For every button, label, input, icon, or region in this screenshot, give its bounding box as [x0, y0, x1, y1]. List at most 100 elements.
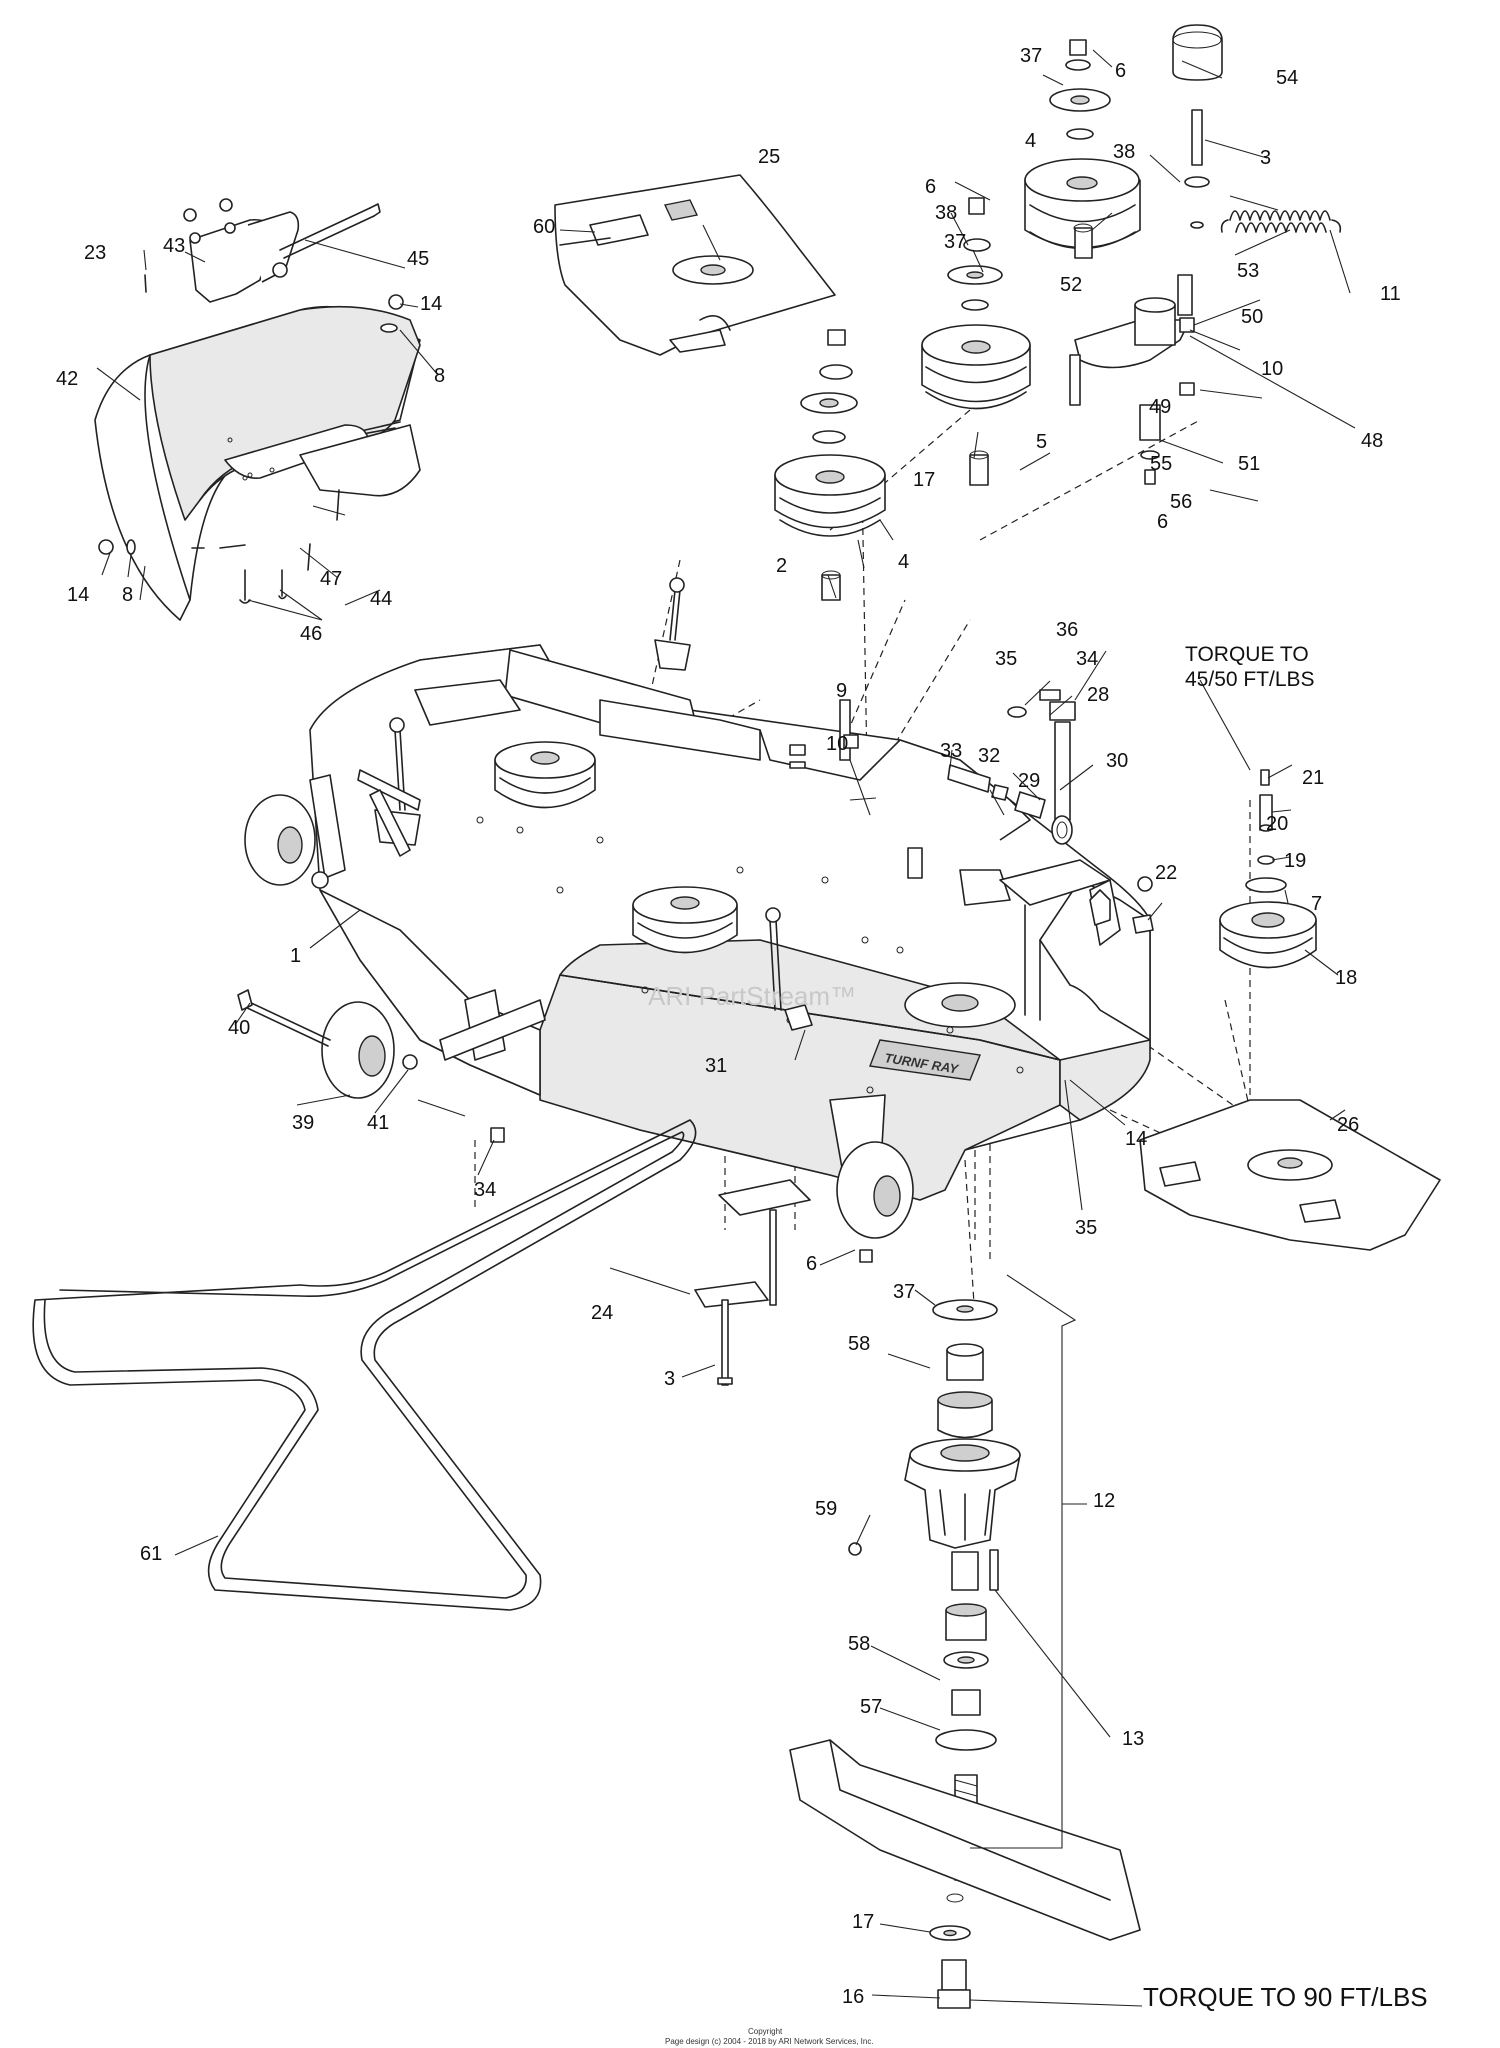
idler-arm — [1069, 297, 1191, 485]
pulley-stack-right — [1024, 39, 1141, 259]
callout: 59 — [815, 1498, 837, 1520]
callout: 1 — [290, 945, 301, 967]
callout: 37 — [1020, 45, 1042, 67]
callout: 45 — [407, 248, 429, 270]
callout: 14 — [420, 293, 442, 315]
callout: 51 — [1238, 453, 1260, 475]
callout: 38 — [935, 202, 957, 224]
under-deck-hardware — [490, 699, 923, 1386]
callout: 28 — [1087, 684, 1109, 706]
callout: 58 — [848, 1333, 870, 1355]
callout: 39 — [292, 1112, 314, 1134]
callout: 35 — [995, 648, 1017, 670]
callout: 19 — [1284, 850, 1306, 872]
baffle-top — [554, 174, 836, 356]
spring-and-stop — [1172, 24, 1342, 233]
callout: 2 — [776, 555, 787, 577]
callout: 7 — [1311, 893, 1322, 915]
callout: 32 — [978, 745, 1000, 767]
deck-hanger-front — [765, 907, 813, 1031]
callout: 26 — [1337, 1114, 1359, 1136]
callout: 25 — [758, 146, 780, 168]
callout: 34 — [1076, 648, 1098, 670]
deck-pulley-center — [632, 886, 738, 954]
callout: 6 — [925, 176, 936, 198]
callout: 18 — [1335, 967, 1357, 989]
torque-note-45-50-line2: 45/50 FT/LBS — [1185, 668, 1315, 691]
chute-hinge-bracket — [183, 198, 381, 303]
callout: 52 — [1060, 274, 1082, 296]
left-anti-scalp-arm — [357, 769, 421, 857]
callout: 58 — [848, 1633, 870, 1655]
callout: 8 — [434, 365, 445, 387]
callout: 9 — [836, 680, 847, 702]
callout: 24 — [591, 1302, 613, 1324]
callout: 30 — [1106, 750, 1128, 772]
drive-belt — [32, 1119, 697, 1611]
footer-page-design: Page design (c) 2004 - 2018 by ARI Netwo… — [665, 2037, 874, 2046]
callout: 38 — [1113, 141, 1135, 163]
callout: 55 — [1150, 453, 1172, 475]
leader-lines — [96, 49, 1356, 2007]
callout: 17 — [852, 1911, 874, 1933]
callout: 4 — [898, 551, 909, 573]
callout: 6 — [806, 1253, 817, 1275]
deck-pulley-left — [494, 741, 596, 809]
callout: 16 — [842, 1986, 864, 2008]
callout: 17 — [913, 469, 935, 491]
callout: 49 — [1149, 396, 1171, 418]
callout: 3 — [1260, 147, 1271, 169]
callout: 10 — [1261, 358, 1283, 380]
callout: 60 — [533, 216, 555, 238]
callout: 42 — [56, 368, 78, 390]
callout: 14 — [67, 584, 89, 606]
callout: 12 — [1093, 1490, 1115, 1512]
torque-note-90: TORQUE TO 90 FT/LBS — [1143, 1982, 1428, 2012]
right-spindle-pulley-stack — [1219, 769, 1317, 969]
mower-blade — [789, 1739, 1141, 2009]
deck-spindle-mount-right — [904, 982, 1016, 1028]
right-baffle — [1139, 1099, 1441, 1251]
pulley-stack-left — [774, 329, 886, 601]
callout: 36 — [1056, 619, 1078, 641]
callout: 46 — [300, 623, 322, 645]
callout: 6 — [1157, 511, 1168, 533]
footer-copyright: Copyright — [748, 2027, 783, 2036]
idler-bolt-stack — [1177, 274, 1195, 396]
deck-right-bracket — [1089, 876, 1153, 926]
torque-note-45-50-line1: TORQUE TO — [1185, 643, 1309, 666]
callout: 44 — [370, 588, 392, 610]
callout: 40 — [228, 1017, 250, 1039]
chute-fasteners — [98, 274, 404, 604]
callout: 31 — [705, 1055, 727, 1077]
callout: 35 — [1075, 1217, 1097, 1239]
callout: 5 — [1036, 431, 1047, 453]
callout: 56 — [1170, 491, 1192, 513]
callout-numbers: 1 2 3 3 4 4 5 6 6 6 6 7 8 8 9 10 10 11 1… — [56, 45, 1401, 2008]
callout: 4 — [1025, 130, 1036, 152]
callout: 21 — [1302, 767, 1324, 789]
callout: 11 — [1380, 283, 1401, 305]
callout: 61 — [140, 1543, 162, 1565]
callout: 37 — [893, 1281, 915, 1303]
callout: 57 — [860, 1696, 882, 1718]
callout: 14 — [1125, 1128, 1147, 1150]
callout: 13 — [1122, 1728, 1144, 1750]
callout: 8 — [122, 584, 133, 606]
callout: 37 — [944, 231, 966, 253]
front-right-wheel — [829, 1094, 914, 1239]
torque-notes: TORQUE TO 45/50 FT/LBS TORQUE TO 90 FT/L… — [1143, 643, 1428, 2012]
callout: 6 — [1115, 60, 1126, 82]
callout: 20 — [1266, 813, 1288, 835]
callout: 54 — [1276, 67, 1298, 89]
callout: 10 — [826, 733, 848, 755]
callout: 22 — [1155, 862, 1177, 884]
callout: 23 — [84, 242, 106, 264]
callout: 41 — [367, 1112, 389, 1134]
callout: 47 — [320, 568, 342, 590]
spindle-assembly-bracket — [970, 1274, 1077, 1849]
deck-hanger-rear — [654, 577, 691, 671]
callout: 50 — [1241, 306, 1263, 328]
pulley-stack-center — [921, 197, 1031, 486]
